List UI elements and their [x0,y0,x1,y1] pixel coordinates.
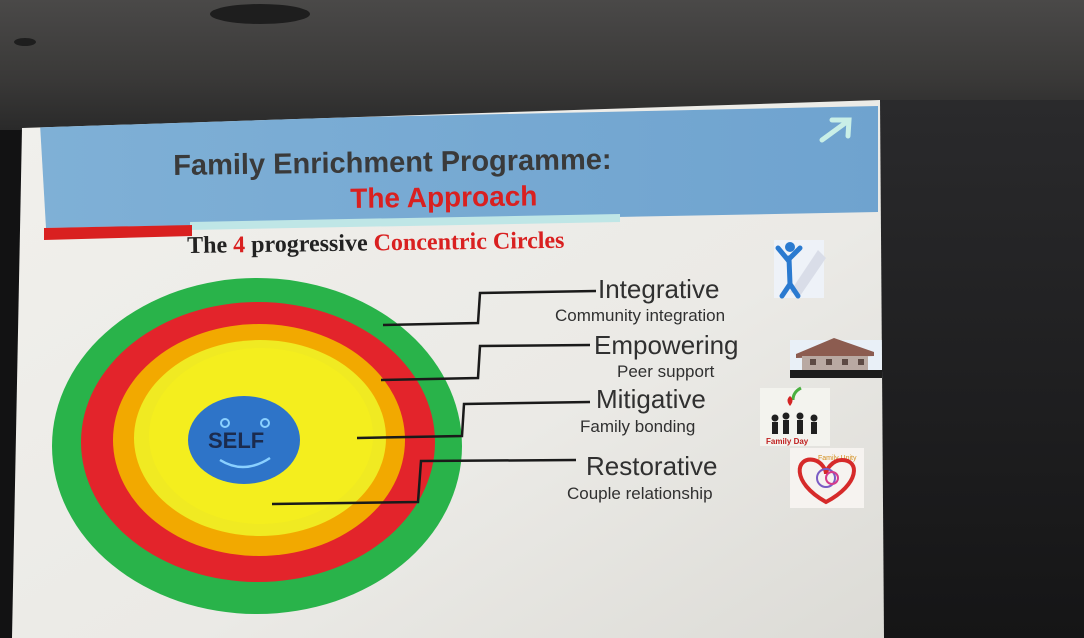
slide-title-approach: The Approach [350,180,538,214]
connector-integrative [382,289,597,327]
couple-heart-icon: Family Unity [790,448,864,508]
connector-lines [271,289,597,506]
connector-mitigative [356,400,591,440]
subtitle-middle: progressive [251,230,368,259]
level-desc-restorative: Couple relationship [567,484,713,503]
self-label: SELF [208,428,265,453]
level-name-mitigative: Mitigative [596,384,706,414]
ceiling-fixture [14,38,36,46]
header-strip [190,214,620,230]
slide-subtitle: The 4 progressive Concentric Circles [187,228,565,260]
family-day-icon: Family Day [760,386,830,446]
smiley-mouth [219,456,271,469]
connector-empowering [380,343,591,382]
subtitle-highlight: Concentric Circles [373,227,565,257]
person-celebrating-icon [774,240,826,299]
ceiling-light [210,4,310,24]
connector-restorative [271,458,577,506]
level-desc-mitigative: Family bonding [580,417,696,436]
self-circle [188,396,300,484]
level-name-restorative: Restorative [586,451,718,481]
red-accent-bar [44,225,192,240]
level-name-empowering: Empowering [594,330,739,360]
community-house-icon [790,338,884,378]
family-day-text: Family Day [766,437,809,446]
family-unity-text: Family Unity [818,455,857,462]
dark-wall-right [880,100,1084,638]
slide-title: Family Enrichment Programme: [173,143,612,182]
subtitle-number: 4 [233,232,246,259]
subtitle-prefix: The [187,232,228,259]
self-center [188,396,300,484]
level-name-integrative: Integrative [598,274,720,304]
arrow-up-right-icon [819,117,852,143]
smiley-eye-left [220,418,230,428]
header-band [40,106,878,228]
smiley-eye-right [260,418,270,428]
level-desc-empowering: Peer support [617,362,715,381]
level-desc-integrative: Community integration [555,306,726,325]
